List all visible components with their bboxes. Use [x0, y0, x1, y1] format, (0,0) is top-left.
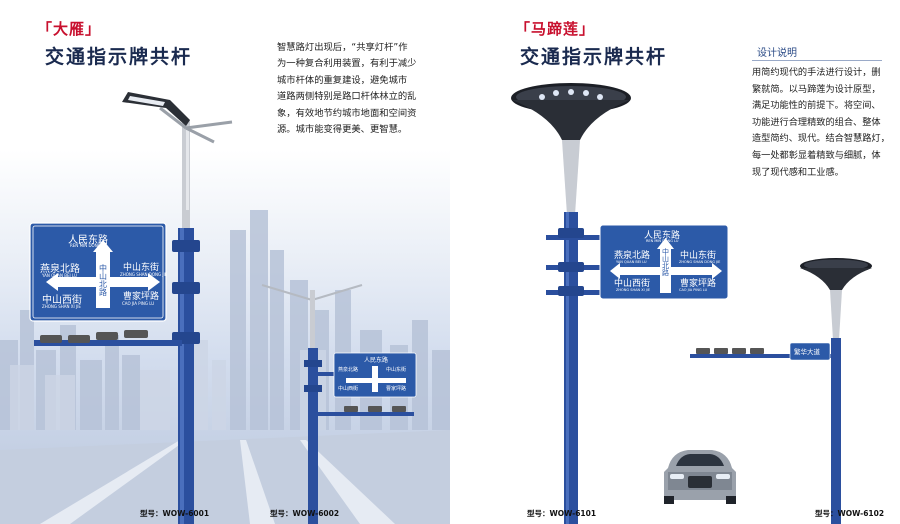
model-label: 型号：WOW-6001 [140, 509, 210, 518]
sign-right-bottom-name: 曹家坪路 [123, 292, 160, 302]
pole-wow-6002 [261, 284, 417, 524]
sign-left-bottom-pinyin: ZHONG SHAN XI JIE [42, 304, 81, 309]
description-line: 造型简约、现代。结合智慧路灯， [752, 133, 890, 145]
description-line: 城市杆体的重复建设，避免城市 [277, 74, 408, 86]
model-label: 型号：WOW-6002 [270, 509, 340, 518]
pole-wow-6001: 中山北路 [29, 92, 233, 524]
description-line: 道路两侧特别是路口杆体林立的乱 [277, 91, 417, 103]
sign-left-bottom-name: 中山西街 [42, 295, 82, 306]
description-line: 为一种复合利用装置，有利于减少 [277, 58, 417, 70]
design-notes-divider [752, 60, 882, 61]
description-text: 智慧路灯出现后，“共享灯杆”作 为一种复合利用装置，有利于减少 城市杆体的重复建… [277, 40, 437, 138]
series-tag: 「马蹄莲」 [515, 20, 596, 38]
sign-right-top-name: 中山东街 [680, 251, 717, 261]
sign-left-bottom-name: 中山西街 [614, 279, 651, 289]
right-panel: 「马蹄莲」 交通指示牌共杆 中山北路 人民东路 REN MIN DONG LU … [450, 0, 900, 524]
series-tag: 「大雁」 [37, 20, 102, 38]
small-sign-right-bottom: 曹家坪路 [386, 386, 407, 392]
road-surface [0, 430, 450, 524]
description-text: 用简约现代的手法进行设计，删 繁就简。以马蹄莲为设计原型， 满足功能性的前提下。… [752, 65, 897, 181]
description-line: 象，有效地节约城市地面和空间资 [277, 107, 417, 119]
page-title: 交通指示牌共杆 [520, 46, 668, 68]
description-line: 每一处都彰显着精致与细腻，体 [752, 149, 881, 161]
model-label: 型号：WOW-6102 [815, 509, 885, 518]
sign-left-top-name: 燕泉北路 [40, 264, 80, 275]
description-line: 源。城市能变得更美、更智慧。 [277, 124, 408, 136]
sign-right-bottom-name: 曹家坪路 [680, 279, 717, 289]
sign-right-top-name: 中山东街 [123, 263, 160, 273]
small-sign-text: 繁华大道 [794, 348, 820, 356]
description-line: 用简约现代的手法进行设计，删 [752, 67, 881, 78]
sign-right-bottom-pinyin: CAO JIA PING LU [122, 301, 155, 306]
description-line: 智慧路灯出现后，“共享灯杆”作 [277, 42, 408, 53]
model-label: 型号：WOW-6101 [527, 509, 597, 518]
small-sign-left-top: 燕泉北路 [338, 367, 359, 373]
sign-left-bottom-pinyin: ZHONG SHAN XI JIE [616, 288, 651, 292]
sign-top-name: 人民东路 [644, 231, 681, 241]
small-sign-right-top: 中山东街 [386, 367, 407, 373]
sign-right-top-pinyin: ZHONG SHAN DONG JIE [120, 272, 168, 277]
camera-arm [690, 354, 832, 358]
car-image [664, 450, 736, 504]
sign-left-top-pinyin: YAN QUAN BEI LU [616, 260, 647, 264]
sign-top-pinyin: REN MIN DONG LU [646, 239, 679, 243]
left-panel: 「大雁」 交通指示牌共杆 智慧路灯出现后，“共享灯杆”作 为一种复合利用装置，有… [0, 20, 450, 524]
sign-center-text: 中山北路 [99, 263, 108, 296]
design-notes-title: 设计说明 [757, 48, 797, 59]
sign-left-top-pinyin: YAN QUAN BEI LU [42, 273, 77, 278]
camera-arm [34, 340, 182, 346]
sign-center-text: 中山北路 [662, 247, 670, 277]
description-line: 现了现代感和工业感。 [752, 166, 844, 178]
road-sign-small [789, 342, 831, 361]
sign-right-top-pinyin: ZHONG SHAN DONG JIE [679, 260, 721, 264]
description-line: 繁就简。以马蹄莲为设计原型， [752, 83, 881, 95]
pole-wow-6102 [690, 258, 872, 524]
sign-left-top-name: 燕泉北路 [614, 251, 651, 261]
sign-top-name: 人民东路 [68, 235, 108, 246]
small-sign-top: 人民东路 [364, 357, 389, 364]
page-title: 交通指示牌共杆 [45, 46, 193, 68]
small-camera-arm [318, 412, 414, 416]
small-main-pole [308, 348, 318, 524]
description-line: 满足功能性的前提下。将空间、 [752, 100, 881, 112]
pole-wow-6101: 中山北路 [511, 83, 729, 524]
sign-top-pinyin: REN MIN DONG LU [70, 243, 108, 248]
small-sign-left-bottom: 中山西街 [338, 386, 359, 392]
sign-right-bottom-pinyin: CAO JIA PING LU [679, 288, 708, 292]
description-line: 功能进行合理精致的组合、整体 [752, 116, 881, 128]
